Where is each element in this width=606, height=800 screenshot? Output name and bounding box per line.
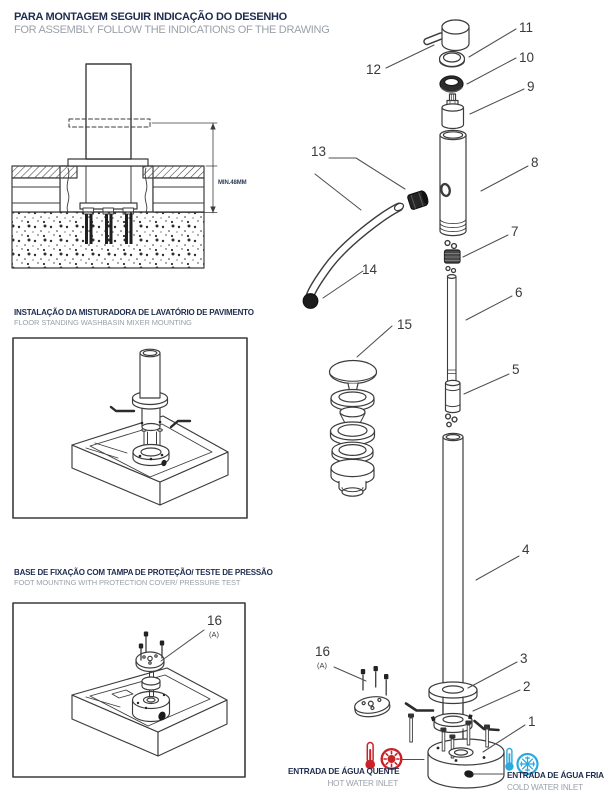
part-label-8: 8 — [531, 155, 539, 170]
part-label-4: 4 — [522, 542, 530, 557]
cold-water-inlet-label-en: COLD WATER INLET — [507, 783, 583, 792]
hot-water-inlet-label-pt: ENTRADA DE ÁGUA QUENTE — [288, 767, 400, 776]
part-label-3: 3 — [520, 651, 528, 666]
page-title-en: FOR ASSEMBLY FOLLOW THE INDICATIONS OF T… — [14, 24, 330, 36]
dimension-lines — [151, 122, 218, 214]
part-label-16: 16 — [315, 644, 331, 659]
floor-mounting-title-pt: INSTALAÇÃO DA MISTURADORA DE LAVATÓRIO D… — [14, 308, 254, 317]
spout-aerator — [302, 293, 319, 309]
page-title-pt: PARA MONTAGEM SEGUIR INDICAÇÃO DO DESENH… — [14, 11, 287, 23]
part-16-cover-assembly — [354, 666, 391, 718]
part-label-9: 9 — [527, 79, 535, 94]
part-7-connector — [443, 239, 461, 274]
foot-box-part-label-16-variant: (A) — [209, 630, 219, 639]
part-label-2: 2 — [523, 679, 531, 694]
part-label-16-variant: (A) — [317, 661, 327, 670]
part-8-upper-body — [439, 129, 467, 237]
part-label-5: 5 — [512, 362, 520, 377]
base-screws — [408, 713, 490, 759]
part-6-riser-tube — [446, 274, 457, 384]
part-10-cartridge-nut — [439, 75, 464, 93]
part-label-6: 6 — [515, 285, 523, 300]
part-9-cartridge — [441, 93, 465, 130]
part-14-spout — [302, 202, 405, 309]
part-label-1: 1 — [528, 714, 536, 729]
part-5-tube-adapter — [444, 379, 461, 428]
allen-key-right — [169, 419, 192, 429]
part-label-14: 14 — [362, 262, 378, 277]
part-12-handle — [423, 19, 470, 52]
cover-screws — [138, 631, 165, 661]
floor-mounting-title-en: FLOOR STANDING WASHBASIN MIXER MOUNTING — [14, 318, 192, 327]
hot-water-inlet-label-en: HOT WATER INLET — [327, 779, 398, 788]
allen-key-left — [404, 702, 435, 712]
foot-mounting-title-pt: BASE DE FIXAÇÃO COM TAMPA DE PROTEÇÃO/ T… — [14, 568, 273, 577]
part-11-trim-ring — [438, 50, 466, 68]
part-label-10: 10 — [519, 50, 535, 65]
allen-key-left — [109, 405, 136, 413]
exploded-view — [302, 19, 505, 789]
part-label-12: 12 — [366, 62, 382, 77]
cold-water-inlet-label-pt: ENTRADA DE ÁGUA FRIA — [507, 771, 604, 780]
foot-mounting-drawing — [12, 602, 246, 778]
hot-sun-icon — [380, 748, 403, 771]
part-label-7: 7 — [511, 224, 519, 239]
part-1-base-foot — [408, 713, 505, 789]
min-depth-dimension: MIN.48MM — [218, 180, 247, 186]
cross-section-drawing — [11, 63, 218, 269]
inlet-icons — [365, 741, 539, 776]
part-15-popup-waste — [328, 359, 378, 497]
hot-thermometer-icon — [365, 741, 376, 770]
anchor-bolts — [85, 214, 133, 244]
spacer-ring — [141, 676, 161, 691]
floor-mounting-drawing — [12, 337, 248, 519]
foot-mounting-title-en: FOOT MOUNTING WITH PROTECTION COVER/ PRE… — [14, 578, 241, 587]
part-label-15: 15 — [397, 317, 413, 332]
protection-cover-plate — [135, 651, 165, 673]
allen-key-right — [473, 719, 500, 732]
part-label-11: 11 — [519, 20, 534, 35]
foot-box-part-label-16: 16 — [207, 613, 223, 628]
part-label-13: 13 — [311, 144, 327, 159]
foot-base — [131, 690, 171, 723]
cold-thermometer-icon — [505, 747, 514, 771]
leader-lines — [160, 28, 529, 775]
part-3-floor-flange — [428, 681, 478, 717]
part-13-fitting — [407, 190, 429, 210]
mixer-column — [131, 348, 170, 467]
cold-snowflake-icon — [516, 752, 539, 776]
